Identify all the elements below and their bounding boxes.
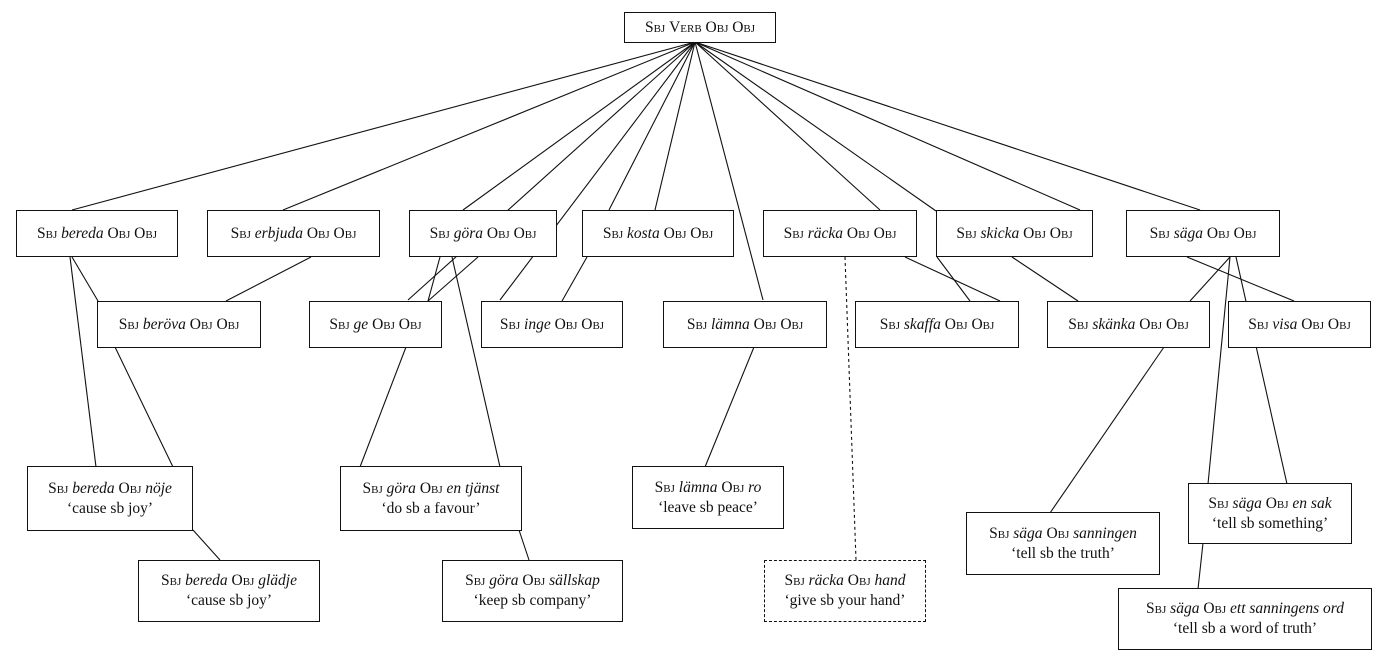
node-root: Sbj Verb Obj Obj [624, 12, 776, 43]
node-erbjuda: Sbj erbjuda Obj Obj [207, 210, 380, 257]
edge-ge-tjanst [359, 346, 407, 468]
gloss: ‘cause sb joy’ [66, 499, 154, 517]
edge-skanka-sanningen [1049, 346, 1165, 514]
edge-bereda-noje [69, 256, 97, 468]
node-inge: Sbj inge Obj Obj [481, 301, 623, 348]
edge-root-racka [694, 41, 881, 211]
node-berova: Sbj beröva Obj Obj [97, 301, 261, 348]
edge-skicka-skanka2 [1011, 256, 1079, 302]
edge-racka-skaffa [904, 256, 1001, 302]
edge-berova-noje [114, 346, 174, 468]
gloss: ‘tell sb a word of truth’ [1172, 620, 1318, 637]
edge-noje-gladje [192, 529, 221, 561]
edge-root-skicka [694, 41, 1081, 211]
node-saga-ensak: Sbj säga Obj en sak ‘tell sb something’ [1188, 483, 1352, 544]
edge-racka-hand-dashed [844, 256, 857, 561]
edge-saga-ensak2 [1235, 256, 1288, 485]
gloss: ‘leave sb peace’ [658, 498, 758, 516]
node-visa: Sbj visa Obj Obj [1228, 301, 1371, 348]
node-saga-ord: Sbj säga Obj ett sanningens ord ‘tell sb… [1118, 588, 1372, 650]
node-gora-sallskap: Sbj göra Obj sällskap ‘keep sb company’ [442, 560, 623, 622]
edge-root-saga [694, 41, 1201, 211]
node-racka-hand: Sbj räcka Obj hand ‘give sb your hand’ [764, 560, 926, 622]
edge-erbjuda-berova [225, 256, 312, 302]
node-skicka: Sbj skicka Obj Obj [936, 210, 1093, 257]
edge-skicka-skanka [936, 256, 971, 302]
node-saga: Sbj säga Obj Obj [1126, 210, 1280, 257]
node-bereda-noje: Sbj bereda Obj nöje ‘cause sb joy’ [27, 466, 193, 531]
edge-lamna-ro [704, 346, 755, 468]
gloss: ‘keep sb company’ [473, 592, 592, 609]
node-bereda-gladje: Sbj bereda Obj glädje ‘cause sb joy’ [138, 560, 320, 622]
node-root-label: Sbj Verb Obj Obj [644, 18, 756, 36]
edge-root-bereda [71, 41, 696, 211]
edge-root-kosta2 [654, 41, 696, 211]
node-lamna-ro: Sbj lämna Obj ro ‘leave sb peace’ [632, 466, 784, 529]
node-kosta: Sbj kosta Obj Obj [582, 210, 734, 257]
edge-gora-tjanst [451, 256, 501, 468]
edge-root-skaffa [694, 41, 937, 212]
node-ge: Sbj ge Obj Obj [309, 301, 442, 348]
gloss: ‘tell sb something’ [1211, 514, 1329, 532]
edge-gora-ge2 [427, 256, 441, 302]
gloss: ‘cause sb joy’ [185, 592, 273, 609]
edge-root-kosta [608, 41, 696, 211]
edge-saga-skanka [1189, 256, 1231, 302]
edge-saga-ensak [1207, 256, 1231, 485]
node-gora: Sbj göra Obj Obj [409, 210, 557, 257]
gloss: ‘do sb a favour’ [381, 499, 481, 517]
node-racka: Sbj räcka Obj Obj [763, 210, 917, 257]
gloss: ‘tell sb the truth’ [1011, 544, 1115, 562]
node-skaffa: Sbj skaffa Obj Obj [855, 301, 1019, 348]
edge-ensak-ord [1197, 542, 1204, 590]
edge-kosta-inge [561, 256, 588, 302]
edge-root-lamna [694, 41, 764, 301]
edge-root-gora [462, 41, 696, 211]
edge-root-berova [407, 41, 696, 301]
edge-bereda-berova [71, 256, 99, 302]
edge-tjanst-sallskap [518, 529, 530, 561]
node-gora-tjanst: Sbj göra Obj en tjänst ‘do sb a favour’ [340, 466, 522, 531]
edge-root-ge [499, 41, 696, 301]
gloss: ‘give sb your hand’ [784, 592, 906, 609]
node-lamna: Sbj lämna Obj Obj [663, 301, 827, 348]
edge-root-erbjuda [282, 41, 696, 211]
node-saga-sanningen: Sbj säga Obj sanningen ‘tell sb the trut… [966, 512, 1160, 575]
node-bereda: Sbj bereda Obj Obj [16, 210, 178, 257]
node-skanka: Sbj skänka Obj Obj [1047, 301, 1210, 348]
edge-gora-ge [427, 256, 479, 302]
